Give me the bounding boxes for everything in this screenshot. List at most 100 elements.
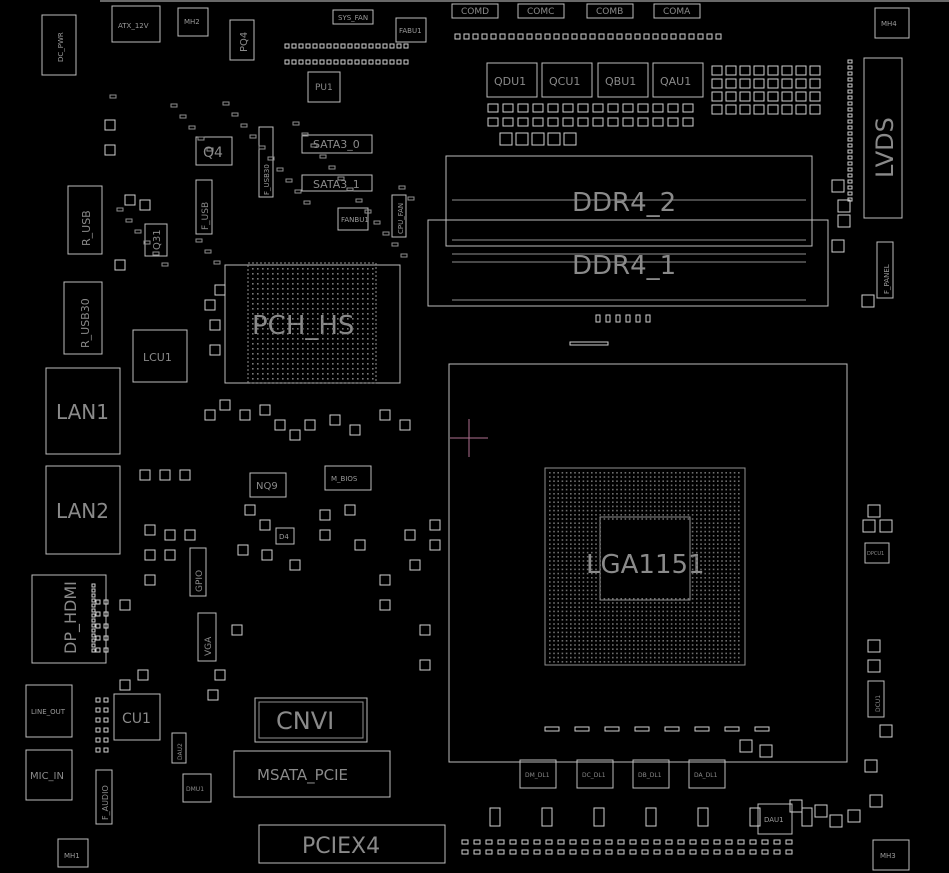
dau1-chip: DAU1: [757, 803, 793, 835]
fanbu1-component: FANBU1: [337, 207, 369, 231]
cu1-chip: CU1: [113, 693, 161, 741]
db-dl1-label: DB_DL1: [638, 772, 662, 779]
dc-dl1-label: DC_DL1: [582, 772, 606, 779]
q4-component: Q4: [195, 136, 233, 166]
mounting-hole-mh4: MH4: [874, 7, 910, 39]
da-dl1-inductor: DA_DL1: [688, 759, 726, 789]
comb-label: COMB: [596, 7, 623, 17]
dau2-component: DAU2: [171, 732, 187, 764]
dp-hdmi-connector: DP_HDMI: [31, 574, 107, 664]
dau1-label: DAU1: [764, 816, 784, 824]
comd-label: COMD: [461, 7, 489, 17]
qdu1-chip: QDU1: [486, 62, 538, 98]
mh4-label: MH4: [881, 20, 897, 28]
dcu1-component: DCU1: [867, 680, 885, 718]
lvds-connector: LVDS: [863, 57, 903, 219]
lcu1-chip: LCU1: [132, 329, 188, 383]
dmu1-chip: DMU1: [182, 773, 212, 803]
coma-label: COMA: [663, 7, 691, 17]
cu1-label: CU1: [122, 711, 151, 727]
f-usb-label: F_USB: [201, 202, 211, 230]
r-usb30-connector: R_USB30: [63, 281, 103, 355]
q31-label: Q31: [152, 229, 163, 250]
m-bios-label: M_BIOS: [331, 475, 358, 483]
msata-pcie-slot: MSATA_PCIE: [233, 750, 391, 798]
com-a-header: COMA: [653, 3, 701, 19]
dc-dl1-inductor: DC_DL1: [576, 759, 614, 789]
pu1-label: PU1: [315, 83, 333, 93]
f-audio-label: F_AUDIO: [101, 785, 110, 820]
qbu1-chip: QBU1: [597, 62, 649, 98]
fabu1-component: FABU1: [395, 17, 427, 43]
mh3-label: MH3: [880, 852, 896, 860]
lan1-port: LAN1: [45, 367, 121, 455]
pch-chip: PCH_HS: [224, 262, 401, 384]
sata3-0-connector: SATA3_0: [301, 134, 373, 154]
lcu1-label: LCU1: [143, 351, 172, 364]
db-dl1-inductor: DB_DL1: [632, 759, 670, 789]
pch-label: PCH_HS: [252, 311, 354, 341]
mic-in-label: MIC_IN: [30, 771, 64, 782]
msata-label: MSATA_PCIE: [257, 766, 348, 785]
sys-fan-label: SYS_FAN: [338, 14, 368, 22]
pq4-component: PQ4: [229, 19, 255, 61]
cnvi-label: CNVI: [276, 707, 334, 735]
comc-label: COMC: [527, 7, 554, 17]
f-audio-header: F_AUDIO: [95, 769, 113, 825]
small-component-pads: [91, 33, 893, 855]
cpu-fan-connector: CPU_FAN: [391, 194, 407, 238]
mounting-hole-mh1: MH1: [57, 838, 89, 868]
qcu1-chip: QCU1: [541, 62, 593, 98]
dm-dl1-inductor: DM_DL1: [519, 759, 557, 789]
f-usb30-header: F_USB30: [258, 126, 274, 198]
gpio-label: GPIO: [195, 570, 205, 592]
atx-12v-connector: ATX_12V: [111, 5, 161, 43]
ddr4-slot-1: DDR4_1: [427, 219, 829, 307]
lvds-label: LVDS: [871, 117, 899, 178]
gpio-header: GPIO: [189, 547, 207, 597]
mounting-hole-mh3: MH3: [872, 839, 910, 871]
dp-hdmi-label: DP_HDMI: [61, 581, 81, 654]
dau2-label: DAU2: [177, 743, 184, 760]
dpcu1-label: DPCU1: [867, 551, 884, 557]
qau1-chip: QAU1: [652, 62, 704, 98]
cpu-socket-lga1151: LGA1151: [448, 363, 848, 763]
sata3-1-connector: SATA3_1: [301, 174, 373, 192]
qdu1-label: QDU1: [494, 75, 526, 88]
mh1-label: MH1: [64, 852, 80, 860]
q4-label: Q4: [203, 145, 223, 161]
vga-label: VGA: [204, 636, 214, 656]
mh2-label: MH2: [184, 18, 200, 26]
nq9-component: NQ9: [249, 472, 287, 498]
vga-header: VGA: [197, 612, 217, 662]
pciex4-slot: PCIEX4: [258, 824, 446, 864]
lan2-label: LAN2: [56, 499, 109, 523]
qcu1-label: QCU1: [549, 75, 580, 88]
r-usb-label: R_USB: [80, 210, 93, 246]
dc-pwr-label: DC_PWR: [57, 32, 65, 62]
f-panel-label: F_PANEL: [883, 264, 891, 294]
lan1-label: LAN1: [56, 400, 109, 424]
ddr4-2-label: DDR4_2: [572, 188, 676, 218]
dc-pwr-connector: DC_PWR: [41, 14, 77, 76]
cnvi-slot: CNVI: [254, 697, 368, 743]
com-d-header: COMD: [451, 3, 499, 19]
com-b-header: COMB: [586, 3, 634, 19]
d4-label: D4: [279, 533, 289, 541]
line-out-label: LINE_OUT: [31, 708, 66, 716]
fabu1-label: FABU1: [399, 27, 422, 35]
atx-12v-label: ATX_12V: [118, 22, 149, 30]
dcu1-label: DCU1: [875, 695, 882, 712]
qbu1-label: QBU1: [605, 75, 636, 88]
r-usb-connector: R_USB: [67, 185, 103, 255]
pciex4-label: PCIEX4: [302, 834, 380, 859]
crosshair-cursor-icon: [450, 419, 488, 457]
ddr4-1-label: DDR4_1: [572, 251, 676, 281]
lan2-port: LAN2: [45, 465, 121, 555]
nq9-label: NQ9: [256, 481, 278, 492]
f-usb30-label: F_USB30: [263, 164, 271, 195]
cpu-fan-label: CPU_FAN: [397, 203, 405, 234]
mounting-hole-mh2: MH2: [177, 7, 209, 37]
lga1151-label: LGA1151: [586, 550, 705, 580]
